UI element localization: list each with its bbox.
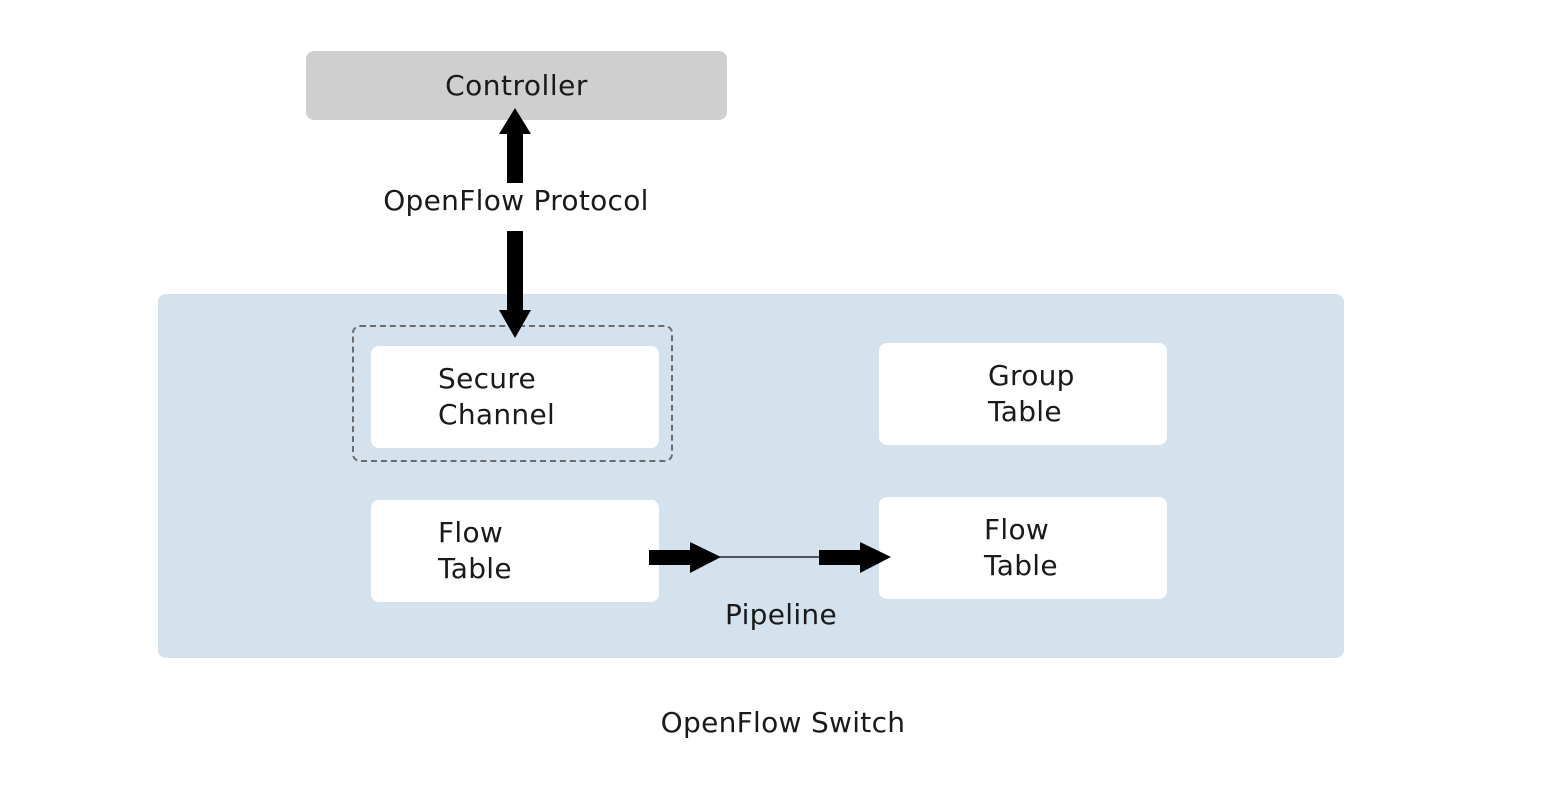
secure-channel-label: Secure Channel [438, 361, 555, 433]
flow-table-left-label-line: Table [438, 552, 512, 585]
openflow-protocol-label: OpenFlow Protocol [383, 184, 649, 217]
flow-table-node-right: Flow Table [879, 497, 1167, 599]
secure-channel-node: Secure Channel [371, 346, 659, 448]
controller-label: Controller [445, 69, 588, 102]
flow-table-right-label-line: Flow [984, 513, 1050, 546]
arrow-up-shaft [507, 132, 523, 183]
flow-table-node-left: Flow Table [371, 500, 659, 602]
flow-table-right-label: Flow Table [984, 512, 1058, 584]
controller-box: Controller [306, 51, 727, 120]
flow-table-right-label-line: Table [984, 549, 1058, 582]
group-table-node: Group Table [879, 343, 1167, 445]
pipeline-label: Pipeline [725, 598, 837, 631]
flow-table-left-label-line: Flow [438, 516, 504, 549]
secure-channel-label-line: Channel [438, 398, 556, 431]
group-table-label-line: Group [988, 359, 1075, 392]
secure-channel-label-line: Secure [438, 362, 537, 395]
openflow-switch-label: OpenFlow Switch [660, 706, 906, 739]
flow-table-left-label: Flow Table [438, 515, 512, 587]
group-table-label-line: Table [988, 395, 1062, 428]
group-table-label: Group Table [988, 358, 1075, 430]
